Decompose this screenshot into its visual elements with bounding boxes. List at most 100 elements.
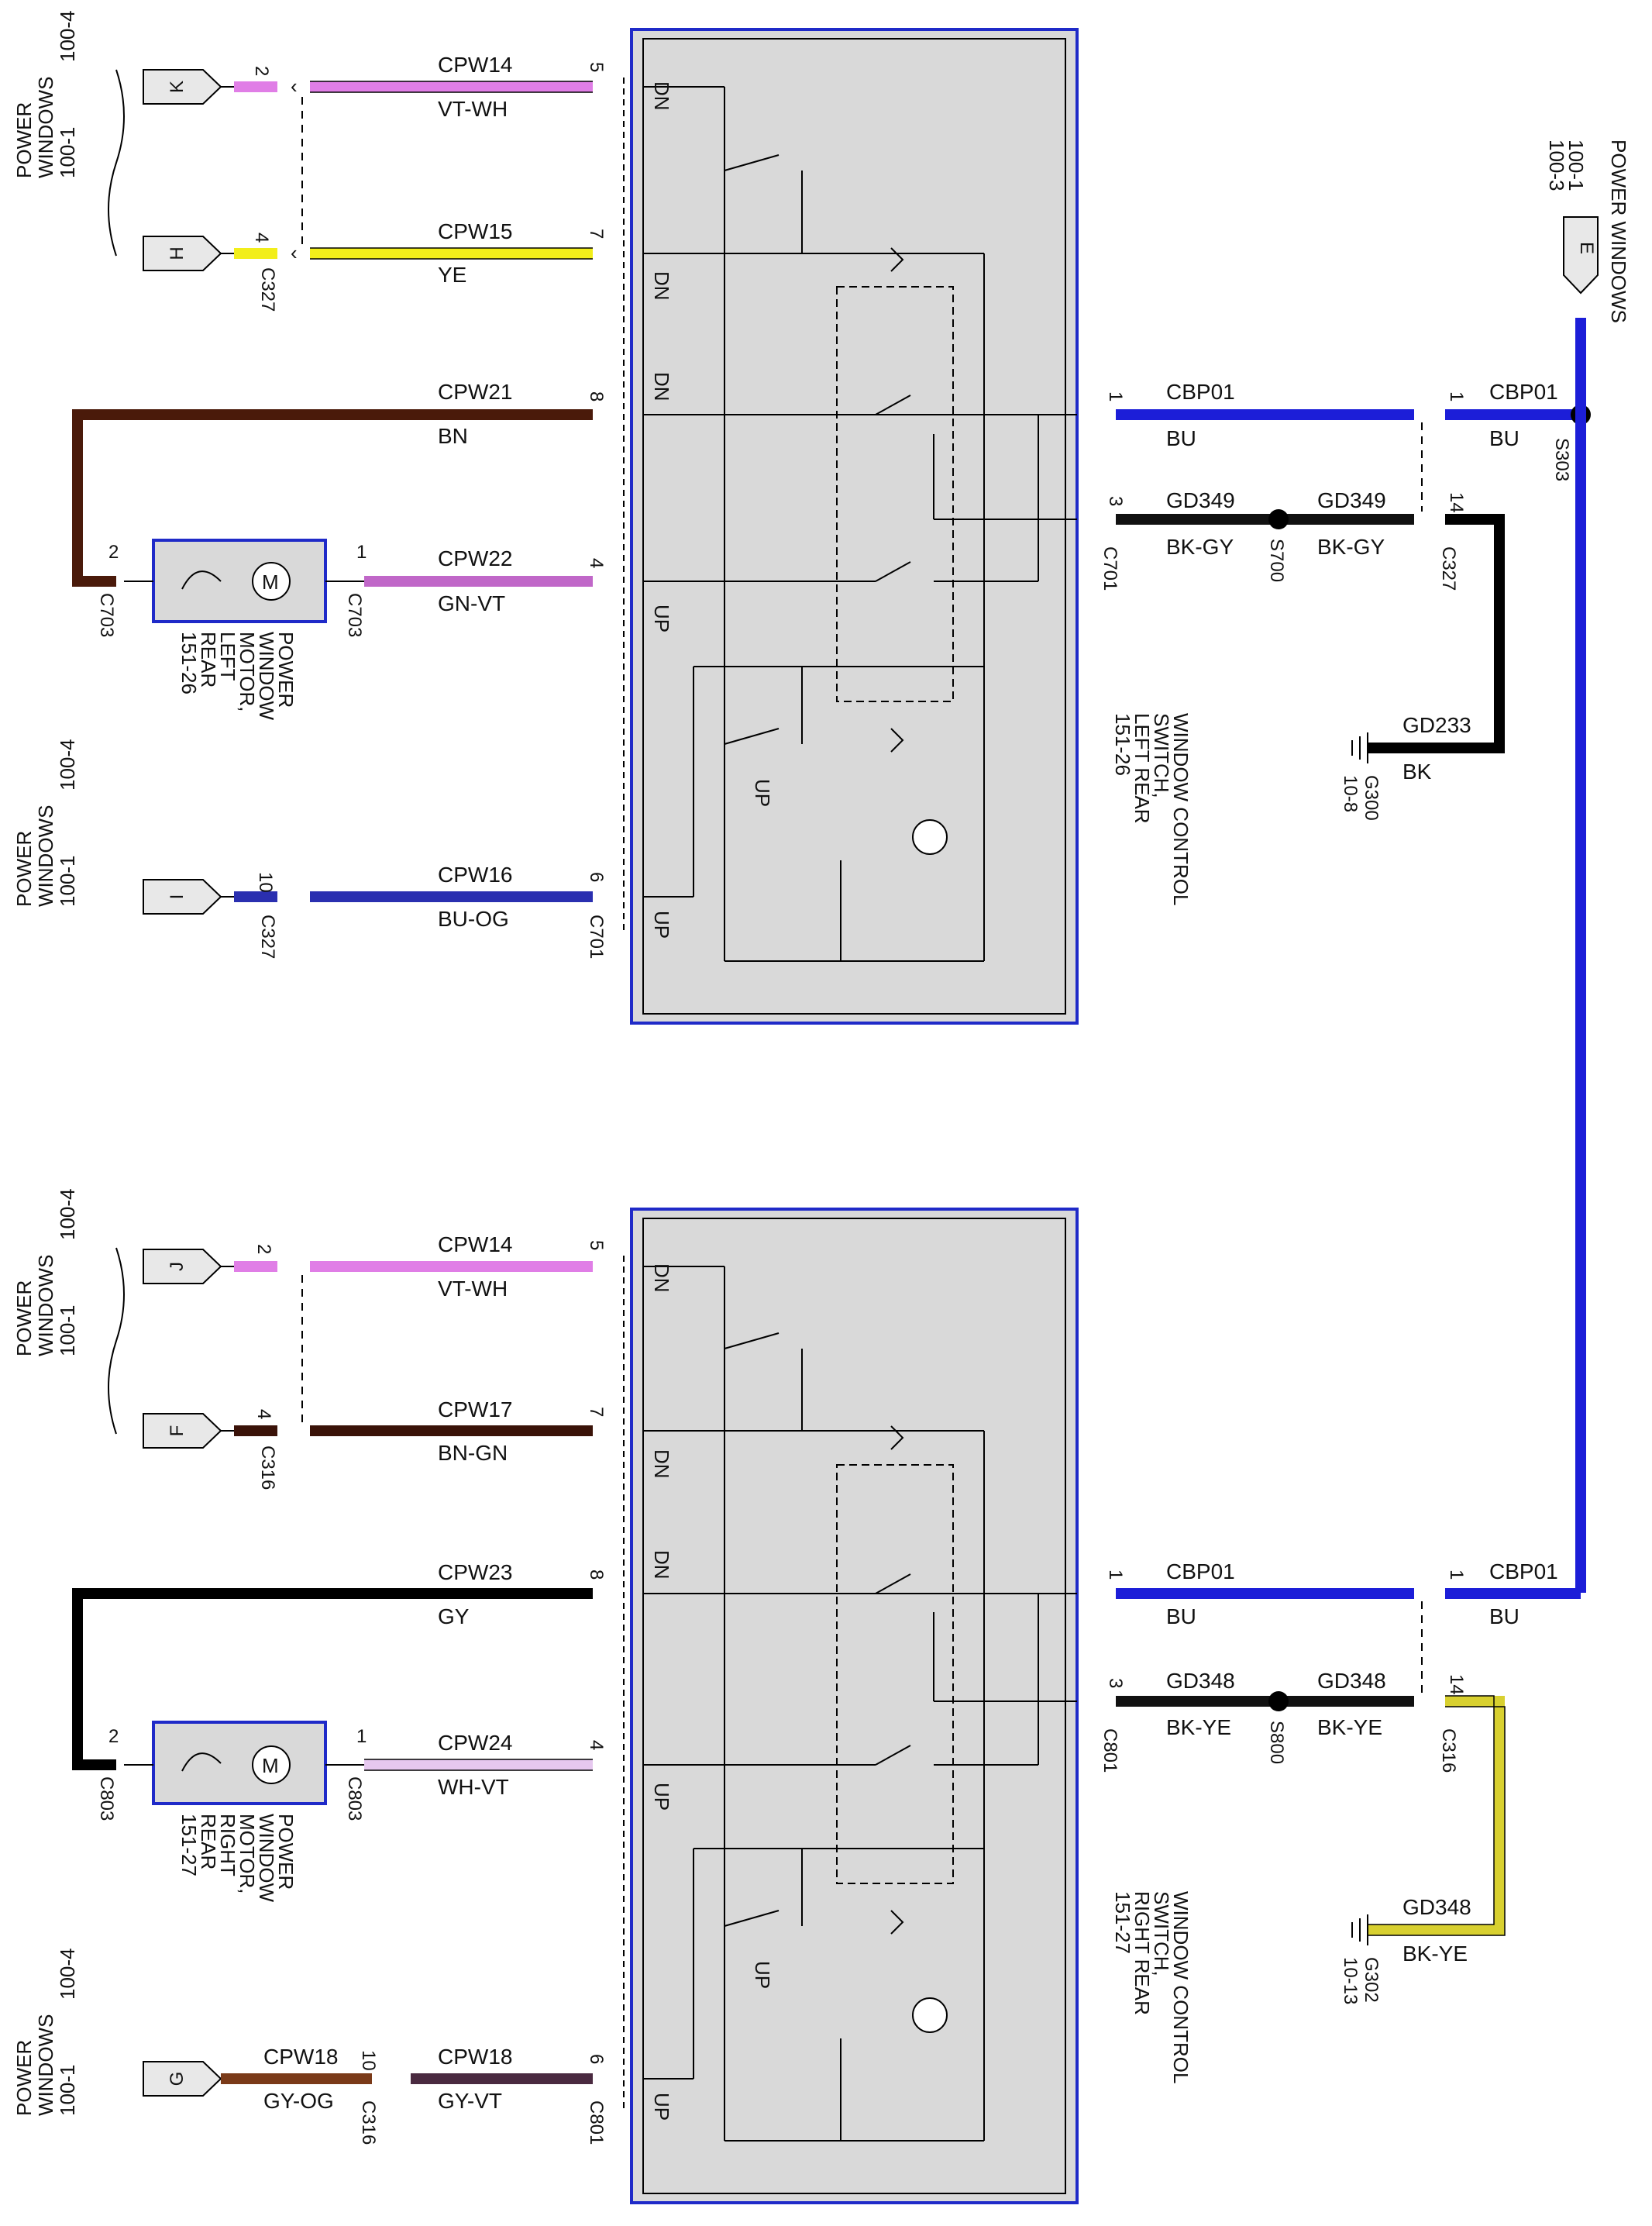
c801-label: C801: [1100, 1728, 1120, 1773]
svg-text:100-1: 100-1: [56, 1305, 79, 1357]
pin-j: 2: [253, 1244, 274, 1254]
switch-internal-top: [643, 86, 1077, 962]
pin6-bottom: 6: [586, 2054, 607, 2064]
svg-text:POWER: POWER: [274, 1814, 298, 1890]
power-window-motor-right-rear[interactable]: M: [152, 1721, 327, 1805]
arrow-h: ‹: [291, 241, 298, 264]
dn-label-2-top: DN: [650, 271, 673, 301]
ground-g302: [1351, 1914, 1368, 1945]
svg-text:WINDOWS: WINDOWS: [34, 77, 57, 178]
svg-text:100-4: 100-4: [56, 11, 79, 63]
svg-text:100-4: 100-4: [56, 1949, 79, 2000]
wire-cpw24-color-bottom: WH-VT: [438, 1775, 509, 1799]
svg-text:SWITCH,: SWITCH,: [1150, 713, 1173, 798]
pin-c316-14: 14: [1446, 1674, 1467, 1695]
svg-text:100-4: 100-4: [56, 1189, 79, 1241]
connector-i[interactable]: I: [143, 879, 222, 915]
window-control-switch-right-rear[interactable]: [623, 1208, 1079, 2204]
svg-text:151-27: 151-27: [177, 1814, 201, 1876]
wire-cpw15-name-top: CPW15: [438, 219, 512, 243]
power-windows-label-bottom-j: POWER WINDOWS 100-1 100-4: [12, 1189, 79, 1357]
dn-label-2-bottom: DN: [650, 1449, 673, 1479]
svg-text:100-4: 100-4: [56, 739, 79, 791]
wire-gd233-top: [1368, 514, 1505, 753]
svg-text:100-1: 100-1: [56, 856, 79, 908]
gd348-ground-name: GD348: [1402, 1895, 1471, 1919]
pin5-top: 5: [586, 62, 607, 72]
power-windows-e-label: POWER WINDOWS 100-1 100-3: [1545, 140, 1630, 323]
wire-cpw17-name-bottom: CPW17: [438, 1397, 512, 1421]
svg-text:WINDOWS: WINDOWS: [34, 1255, 57, 1356]
connector-h[interactable]: H: [143, 236, 222, 271]
svg-text:POWER: POWER: [12, 102, 36, 178]
wire-cpw17-color-bottom: BN-GN: [438, 1441, 508, 1465]
wire-cpw18b-name: CPW18: [263, 2045, 338, 2069]
gd348-ground-color: BK-YE: [1402, 1942, 1468, 1966]
pin-g: 10: [358, 2050, 379, 2071]
connector-f[interactable]: F: [143, 1413, 222, 1449]
switch-bottom-desc: WINDOW CONTROL SWITCH, RIGHT REAR 151-27: [1111, 1891, 1193, 2083]
motor-bottom-pin2: 2: [108, 1726, 119, 1747]
pin-c327-1: 1: [1446, 391, 1467, 401]
svg-text:E: E: [1576, 242, 1597, 254]
svg-text:POWER: POWER: [12, 831, 36, 907]
wire-cpw18-name-bottom: CPW18: [438, 2045, 512, 2069]
c327-i-label: C327: [257, 915, 278, 959]
pin4-bottom: 4: [586, 1740, 607, 1750]
cbp01-name-bottom-b: CBP01: [1489, 1559, 1558, 1583]
c701-i-label: C701: [586, 915, 607, 959]
svg-text:100-1: 100-1: [1564, 140, 1588, 191]
motor-top-pin2: 2: [108, 542, 119, 563]
power-window-motor-left-rear[interactable]: M: [152, 539, 327, 623]
connector-e[interactable]: E: [1563, 216, 1599, 295]
wire-cpw15-color-top: YE: [438, 263, 466, 287]
connector-k[interactable]: K: [143, 69, 222, 105]
pin-c701-3: 3: [1105, 496, 1126, 506]
svg-text:RIGHT: RIGHT: [216, 1814, 239, 1876]
wire-cpw24-name-bottom: CPW24: [438, 1731, 512, 1755]
svg-text:REAR: REAR: [197, 632, 220, 687]
motor-bottom-pin1: 1: [356, 1726, 367, 1747]
gd349-color-top-b: BK-GY: [1317, 535, 1385, 559]
motor-m-icon-bottom: M: [262, 1754, 279, 1777]
wire-cpw14-color-top: VT-WH: [438, 97, 508, 121]
pin-c701-1: 1: [1105, 391, 1126, 401]
arrow-k: ‹: [291, 74, 298, 98]
svg-text:100-1: 100-1: [56, 127, 79, 179]
c327-top-label: C327: [257, 267, 278, 312]
wire-cpw23-name-bottom: CPW23: [438, 1560, 512, 1584]
power-windows-label-top-i: POWER WINDOWS 100-1 100-4: [12, 739, 79, 908]
s303-label: S303: [1551, 438, 1572, 481]
svg-text:WINDOW CONTROL: WINDOW CONTROL: [1169, 1891, 1193, 2083]
c703-right: C703: [344, 593, 365, 637]
pin-c316-1: 1: [1446, 1570, 1467, 1580]
cbp01-color-bottom-b: BU: [1489, 1604, 1519, 1628]
wire-cpw14-name-bottom: CPW14: [438, 1232, 512, 1256]
up-label-3-top: UP: [650, 911, 673, 939]
connector-g[interactable]: G: [143, 2061, 222, 2097]
wire-cpw18b-color: GY-OG: [263, 2089, 334, 2113]
wire-gd348-ground: [1368, 1696, 1505, 1935]
svg-text:151-26: 151-26: [1111, 713, 1134, 776]
window-control-switch-left-rear[interactable]: [623, 28, 1079, 1025]
svg-text:POWER: POWER: [12, 1280, 36, 1356]
motor-bottom-desc: POWER WINDOW MOTOR, RIGHT REAR 151-27: [177, 1814, 298, 1903]
wire-cpw21-top: [72, 409, 593, 587]
pin4-top: 4: [586, 558, 607, 568]
svg-text:151-26: 151-26: [177, 632, 201, 694]
svg-text:100-3: 100-3: [1545, 140, 1568, 191]
connector-j[interactable]: J: [143, 1249, 222, 1284]
pin-f: 4: [253, 1409, 274, 1419]
dn-label-3-bottom: DN: [650, 1550, 673, 1580]
motor-top-desc: POWER WINDOW MOTOR, LEFT REAR 151-26: [177, 632, 298, 721]
pin6-top: 6: [586, 872, 607, 882]
up-label-3-bottom: UP: [650, 2093, 673, 2121]
power-windows-label-bottom-g: POWER WINDOWS 100-1 100-4: [12, 1949, 79, 2117]
gd233-name: GD233: [1402, 713, 1471, 737]
wire-cpw23-color-bottom: GY: [438, 1604, 470, 1628]
pin8-top: 8: [586, 391, 607, 401]
gd349-name-top-a: GD349: [1166, 488, 1235, 512]
svg-text:WINDOW: WINDOW: [255, 1814, 278, 1903]
gd348-name-bottom-b: GD348: [1317, 1669, 1386, 1693]
